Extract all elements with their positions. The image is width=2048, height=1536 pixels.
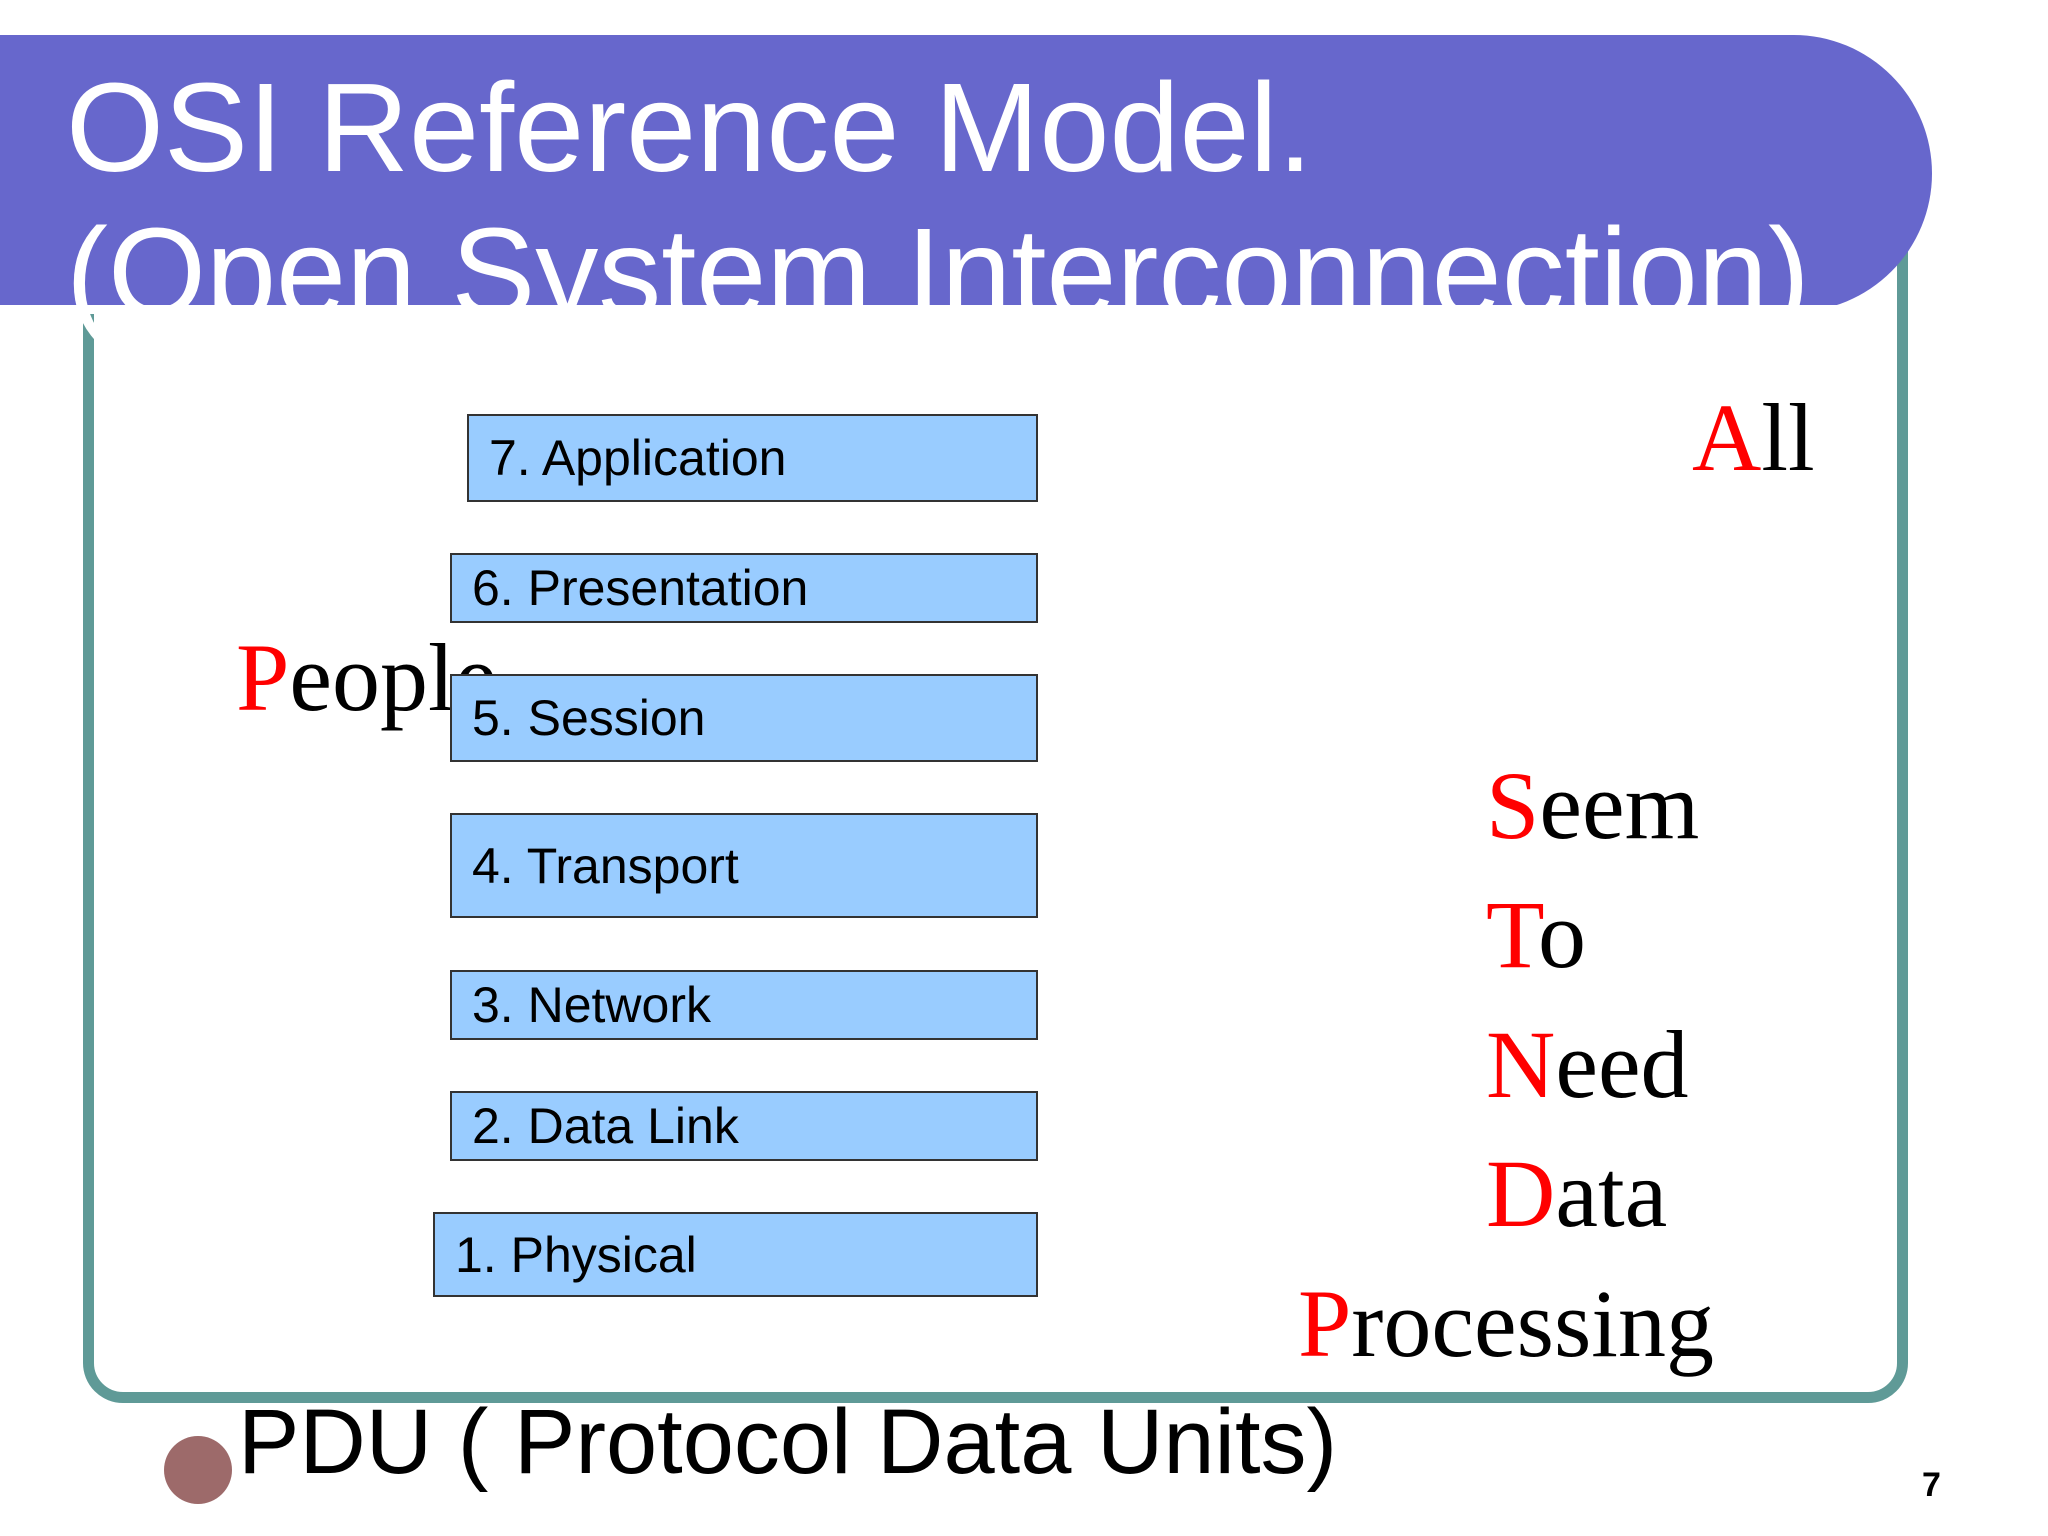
layer-box-network: 3. Network xyxy=(450,970,1038,1040)
mnemonic-rest: o xyxy=(1537,881,1586,988)
mnemonic-initial: P xyxy=(236,624,290,731)
mnemonic-initial: T xyxy=(1486,881,1538,988)
layer-box-application: 7. Application xyxy=(467,414,1038,502)
mnemonic-word-data: Data xyxy=(1486,1146,1667,1242)
bullet-text: PDU ( Protocol Data Units) xyxy=(238,1391,1338,1493)
title-banner: OSI Reference Model. (Open System Interc… xyxy=(0,35,1932,336)
mnemonic-initial: D xyxy=(1486,1140,1556,1247)
slide-number: 7 xyxy=(1922,1466,1941,1504)
slide-title-line-1: OSI Reference Model. xyxy=(66,57,1313,198)
mnemonic-rest: eed xyxy=(1555,1011,1689,1118)
layer-box-presentation: 6. Presentation xyxy=(450,553,1038,623)
mnemonic-word-all: All xyxy=(1692,390,1815,486)
layer-box-transport: 4. Transport xyxy=(450,813,1038,918)
mnemonic-word-to: To xyxy=(1486,887,1586,983)
mnemonic-initial: N xyxy=(1486,1011,1556,1118)
layer-box-data-link: 2. Data Link xyxy=(450,1091,1038,1161)
layer-box-physical: 1. Physical xyxy=(433,1212,1038,1297)
title-underline xyxy=(0,305,1840,314)
mnemonic-rest: ll xyxy=(1761,384,1815,491)
mnemonic-word-seem: Seem xyxy=(1486,758,1699,854)
mnemonic-word-need: Need xyxy=(1486,1017,1689,1113)
mnemonic-rest: eem xyxy=(1539,752,1700,859)
mnemonic-word-people: People xyxy=(236,630,497,726)
mnemonic-word-processing: Processing xyxy=(1298,1276,1714,1372)
mnemonic-initial: P xyxy=(1298,1270,1352,1377)
bullet-icon xyxy=(164,1436,232,1504)
mnemonic-initial: A xyxy=(1692,384,1762,491)
slide-title-line-2: (Open System Interconnection) xyxy=(66,202,1810,343)
mnemonic-initial: S xyxy=(1486,752,1540,859)
mnemonic-rest: rocessing xyxy=(1351,1270,1714,1377)
layer-box-session-overlay: 5. Session xyxy=(450,674,1038,762)
mnemonic-rest: ata xyxy=(1555,1140,1668,1247)
